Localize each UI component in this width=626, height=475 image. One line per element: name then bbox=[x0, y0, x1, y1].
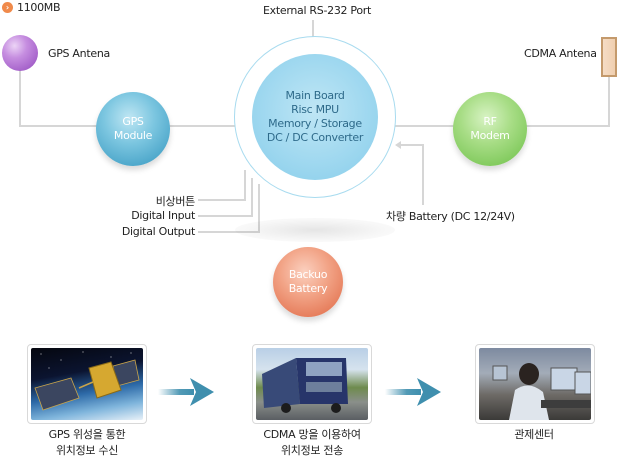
flow-step-2-frame bbox=[252, 344, 372, 424]
gps-antenna-label: GPS Antena bbox=[48, 47, 110, 60]
line-rf-cdma bbox=[525, 75, 610, 127]
cdma-antenna-icon bbox=[601, 37, 617, 77]
line-input-1 bbox=[198, 170, 246, 201]
gps-module-line: GPS bbox=[122, 115, 144, 128]
digital-output-label: Digital Output bbox=[121, 225, 195, 238]
emergency-button-label: 비상버튼 bbox=[155, 195, 196, 208]
line-input-2 bbox=[198, 178, 253, 217]
caption-line: CDMA 망을 이용하여 bbox=[263, 428, 361, 441]
backup-battery-line: Backuo bbox=[288, 268, 328, 281]
caption-line: 관제센터 bbox=[514, 428, 554, 441]
gps-module-line: Module bbox=[113, 129, 153, 142]
backup-battery-node: Backuo Battery bbox=[273, 247, 343, 317]
rf-modem-line: RF bbox=[483, 115, 497, 128]
flow-step-1-caption: GPS 위성을 통한 위치정보 수신 bbox=[27, 427, 147, 459]
digital-input-label: Digital Input bbox=[131, 209, 195, 222]
line-gps-antenna bbox=[19, 70, 98, 127]
rf-modem-line: Modem bbox=[470, 129, 510, 142]
flow-step-1-frame bbox=[27, 344, 147, 424]
main-board-node: Main Board Risc MPU Memory / Storage DC … bbox=[252, 54, 378, 180]
flow-step-2-caption: CDMA 망을 이용하여 위치정보 전송 bbox=[250, 427, 374, 459]
main-board-line: DC / DC Converter bbox=[266, 131, 364, 144]
main-board-line: Memory / Storage bbox=[268, 117, 362, 130]
truck-photo bbox=[256, 348, 368, 420]
cdma-antenna-label: CDMA Antena bbox=[524, 47, 597, 60]
backup-battery-line: Battery bbox=[288, 282, 328, 295]
main-board-line: Main Board bbox=[285, 89, 345, 102]
caption-line: 위치정보 수신 bbox=[55, 444, 119, 457]
line-input-3 bbox=[198, 184, 260, 233]
gps-module-node: GPS Module bbox=[96, 92, 170, 166]
legend-label: 1100MB bbox=[17, 1, 61, 14]
line-vehicle-battery bbox=[398, 144, 424, 205]
control-center-photo bbox=[479, 348, 591, 420]
gps-antenna-icon bbox=[2, 35, 38, 71]
vehicle-battery-label: 차량 Battery (DC 12/24V) bbox=[386, 210, 515, 223]
external-port-label: External RS-232 Port bbox=[263, 4, 372, 17]
main-board-line: Risc MPU bbox=[291, 103, 339, 116]
main-board-shadow bbox=[235, 218, 395, 242]
flow-step-3-caption: 관제센터 bbox=[474, 427, 594, 443]
satellite-illustration bbox=[34, 351, 140, 411]
caption-line: GPS 위성을 통한 bbox=[48, 428, 126, 441]
gps-satellite-photo bbox=[31, 348, 143, 420]
truck-illustration bbox=[262, 358, 348, 413]
caption-line: 위치정보 전송 bbox=[280, 444, 344, 457]
control-center-illustration bbox=[492, 363, 591, 420]
flow-step-3-frame bbox=[475, 344, 595, 424]
flow-arrow-1 bbox=[158, 378, 214, 406]
chevron-right-circle-icon: › bbox=[2, 2, 13, 13]
flow-arrow-2 bbox=[385, 378, 441, 406]
arrow-head-vehicle-battery bbox=[395, 141, 401, 149]
rf-modem-node: RF Modem bbox=[453, 92, 527, 166]
